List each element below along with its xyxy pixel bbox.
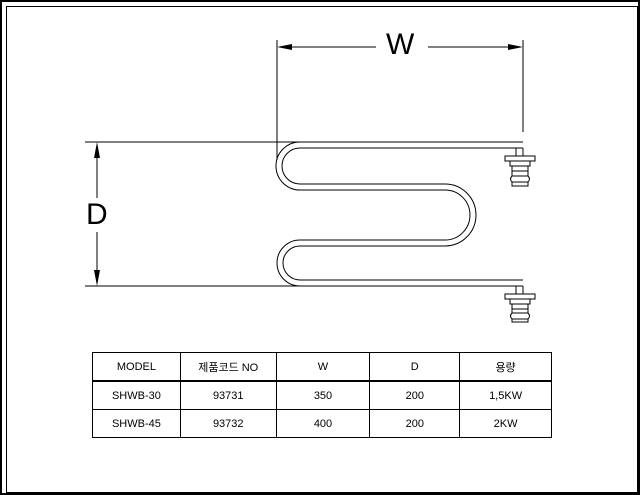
heater-tube	[275, 141, 523, 287]
spec-table-header-row: MODEL 제품코드 NO W D 용량	[92, 352, 552, 382]
header-depth: D	[369, 352, 461, 382]
width-arrow-right	[508, 44, 523, 50]
heater-tube-outer	[275, 141, 523, 287]
cell-capacity: 2KW	[459, 409, 552, 438]
cell-capacity: 1,5KW	[459, 380, 552, 410]
cell-depth: 200	[369, 409, 461, 438]
cell-product-code: 93732	[179, 409, 277, 438]
terminal-fitting-bottom	[504, 286, 536, 323]
header-width: W	[275, 352, 371, 382]
header-product-code: 제품코드 NO	[179, 352, 277, 382]
depth-arrow-bottom	[94, 270, 100, 286]
cell-depth: 200	[369, 380, 461, 410]
cell-product-code: 93731	[179, 380, 277, 410]
drawing-frame-inner	[6, 6, 638, 493]
depth-dimension	[85, 141, 300, 287]
width-arrow-left	[277, 44, 292, 50]
table-row: SHWB-45 93732 400 200 2KW	[92, 409, 552, 438]
spec-table: MODEL 제품코드 NO W D 용량 SHWB-30 93731 350 2…	[92, 352, 552, 438]
depth-arrow-top	[94, 142, 100, 158]
cell-width: 350	[275, 380, 371, 410]
depth-label: D	[86, 198, 108, 231]
header-capacity: 용량	[459, 352, 552, 382]
width-label: W	[386, 28, 415, 61]
width-dimension	[276, 40, 524, 160]
heater-tube-inner	[281, 147, 523, 281]
table-row: SHWB-30 93731 350 200 1,5KW	[92, 380, 552, 410]
cell-model: SHWB-30	[92, 380, 181, 410]
cell-width: 400	[275, 409, 371, 438]
header-model: MODEL	[92, 352, 181, 382]
terminal-fitting-top	[504, 148, 536, 187]
cell-model: SHWB-45	[92, 409, 181, 438]
